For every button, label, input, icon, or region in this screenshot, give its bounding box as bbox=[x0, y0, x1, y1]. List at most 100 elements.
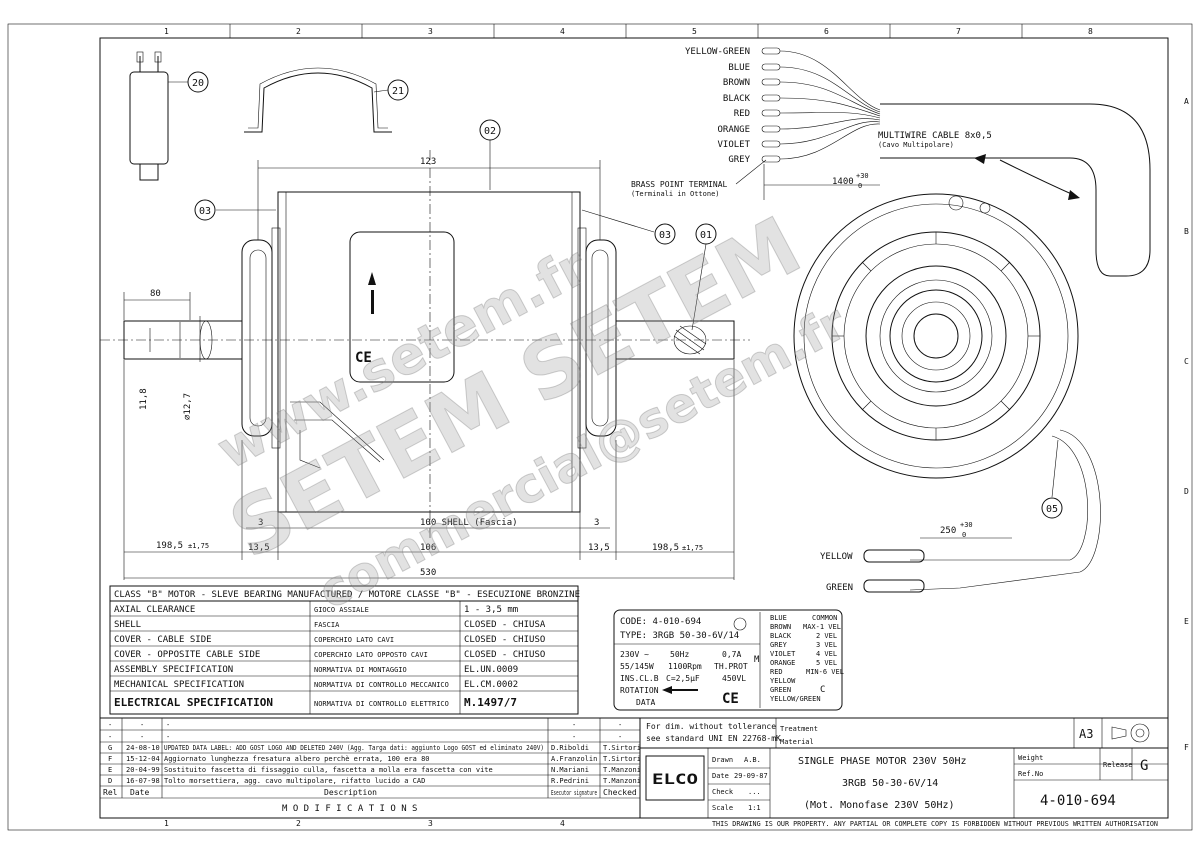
np-wire-9: GREEN bbox=[770, 686, 791, 694]
cable-tol-up: +30 bbox=[856, 172, 869, 180]
capacitor-drawing: 20 bbox=[129, 51, 209, 181]
mod-row-2-date: - bbox=[140, 733, 144, 741]
np-rpm: 1100Rpm bbox=[668, 662, 702, 671]
spec-row-2-val: CLOSED - CHIUSA bbox=[464, 620, 546, 630]
col-2: 2 bbox=[296, 27, 301, 36]
dim-123: 123 bbox=[420, 157, 436, 167]
grid-columns: 1 2 3 4 5 6 7 8 1 2 3 4 bbox=[164, 24, 1093, 828]
spec-row-4-val: CLOSED - CHIUSO bbox=[464, 650, 545, 660]
dim-11-8: 11,8 bbox=[139, 388, 149, 410]
np-voltage: 230V ~ bbox=[620, 650, 649, 659]
spec-row-7-en: ELECTRICAL SPECIFICATION bbox=[114, 696, 273, 709]
mod-row-5-desc: Sostituito fascetta di fissaggio culla, … bbox=[164, 766, 493, 774]
balloon-02-label: 02 bbox=[484, 126, 496, 137]
brass-terminal-label-it: (Terminali in Ottone) bbox=[631, 190, 720, 198]
spec-row-7-it: NORMATIVA DI CONTROLLO ELETTRICO bbox=[314, 700, 449, 708]
spec-row-3-it: COPERCHIO LATO CAVI bbox=[314, 636, 394, 644]
motor-front-view bbox=[793, 154, 1101, 591]
np-ins: INS.CL.B bbox=[620, 674, 659, 683]
wire-brown: BROWN bbox=[723, 78, 750, 88]
mod-header-date: Date bbox=[130, 788, 149, 797]
dim-80: 80 bbox=[150, 289, 161, 299]
lead-length: 250 bbox=[940, 526, 956, 536]
dim-106: 106 bbox=[420, 543, 436, 553]
balloon-21 bbox=[387, 79, 409, 101]
wire-orange: ORANGE bbox=[717, 125, 750, 135]
row-a: A bbox=[1184, 97, 1189, 106]
wire-list: YELLOW-GREEN BLUE BROWN BLACK RED ORANGE… bbox=[631, 47, 1151, 277]
col-1-bottom: 1 bbox=[164, 819, 169, 828]
mod-row-4-by: A.Franzolin bbox=[551, 755, 597, 763]
watermark: www.setem.fr SETEM SETEM commercial@sete… bbox=[207, 198, 856, 621]
tb-title-3: (Mot. Monofase 230V 50Hz) bbox=[804, 800, 955, 811]
spec-row-1-it: GIOCO ASSIALE bbox=[314, 606, 369, 614]
np-wire-10: YELLOW/GREEN bbox=[770, 695, 821, 703]
motor-side-view: CE bbox=[100, 150, 750, 540]
col-5: 5 bbox=[692, 27, 697, 36]
np-hz: 50Hz bbox=[670, 650, 689, 659]
np-wire-5: VIOLET bbox=[770, 650, 796, 658]
tb-size: A3 bbox=[1079, 727, 1093, 741]
bracket-drawing: 21 bbox=[244, 67, 409, 133]
col-6: 6 bbox=[824, 27, 829, 36]
lead-tol-down: 0 bbox=[962, 531, 966, 539]
dim-12-7: ⌀12,7 bbox=[183, 393, 193, 420]
tol-left: ±1,75 bbox=[188, 542, 209, 550]
dim-3-right: 3 bbox=[594, 518, 599, 528]
col-3: 3 bbox=[428, 27, 433, 36]
tb-title-1: SINGLE PHASE MOTOR 230V 50Hz bbox=[798, 756, 967, 767]
col-3-bottom: 3 bbox=[428, 819, 433, 828]
np-prot: TH.PROT bbox=[714, 662, 748, 671]
spec-row-7-val: M.1497/7 bbox=[464, 696, 517, 709]
mod-row-4-date: 15-12-04 bbox=[126, 755, 160, 763]
np-ce: CE bbox=[722, 691, 739, 707]
mod-row-6-chk: T.Manzoni bbox=[603, 777, 641, 785]
sheet-border bbox=[7, 23, 1193, 831]
tb-treatment: Treatment bbox=[780, 725, 818, 733]
row-c: C bbox=[1184, 357, 1189, 366]
wire-grey: GREY bbox=[728, 155, 750, 165]
lead-yellow-label: YELLOW bbox=[820, 552, 853, 562]
balloon-20 bbox=[187, 71, 209, 93]
elco-logo-text: ELCO bbox=[652, 772, 698, 788]
mod-row-3-rel: G bbox=[108, 744, 112, 752]
mod-row-2-chk: - bbox=[618, 733, 622, 741]
col-8: 8 bbox=[1088, 27, 1093, 36]
wire-blue: BLUE bbox=[728, 63, 750, 73]
mod-row-1-date: - bbox=[140, 721, 144, 729]
multiwire-label-it: (Cavo Multipolare) bbox=[878, 141, 954, 149]
spec-row-2-en: SHELL bbox=[114, 620, 141, 630]
balloon-21-label: 21 bbox=[392, 86, 404, 97]
cable-tol-down: 0 bbox=[858, 182, 862, 190]
tb-check-v: ... bbox=[748, 788, 761, 796]
lead-green-label: GREEN bbox=[826, 583, 853, 593]
col-7: 7 bbox=[956, 27, 961, 36]
spec-row-3-val: CLOSED - CHIUSO bbox=[464, 635, 545, 645]
balloon-05-label: 05 bbox=[1046, 504, 1058, 515]
tb-check-l: Check bbox=[712, 788, 734, 796]
tol-right: ±1,75 bbox=[682, 544, 703, 552]
tb-drawn-l: Drawn bbox=[712, 756, 733, 764]
wire-red: RED bbox=[734, 109, 750, 119]
mod-row-1-rel: - bbox=[108, 721, 112, 729]
mod-row-2-desc: - bbox=[166, 733, 170, 741]
mod-row-6-rel: D bbox=[108, 777, 112, 785]
tb-scale-v: 1:1 bbox=[748, 804, 761, 812]
mod-row-3-date: 24-08-10 bbox=[126, 744, 160, 752]
mod-header-chk: Checked bbox=[603, 788, 637, 797]
balloon-02 bbox=[479, 119, 501, 141]
mod-row-1-chk: - bbox=[618, 721, 622, 729]
tb-release-l: Release bbox=[1103, 761, 1133, 769]
lead-tol-up: +30 bbox=[960, 521, 973, 529]
projection-icon bbox=[1130, 723, 1150, 743]
np-data: DATA bbox=[636, 698, 655, 707]
np-wire-2: BROWN bbox=[770, 623, 791, 631]
spec-header: CLASS "B" MOTOR - SLEVE BEARING MANUFACT… bbox=[114, 590, 580, 600]
balloon-03-right bbox=[654, 223, 676, 245]
mod-row-5-by: N.Mariani bbox=[551, 766, 589, 774]
spec-row-5-val: EL.UN.0009 bbox=[464, 665, 518, 675]
mod-row-3-chk: T.Sirtori bbox=[603, 744, 641, 752]
row-b: B bbox=[1184, 227, 1189, 236]
np-amps: 0,7A bbox=[722, 650, 741, 659]
